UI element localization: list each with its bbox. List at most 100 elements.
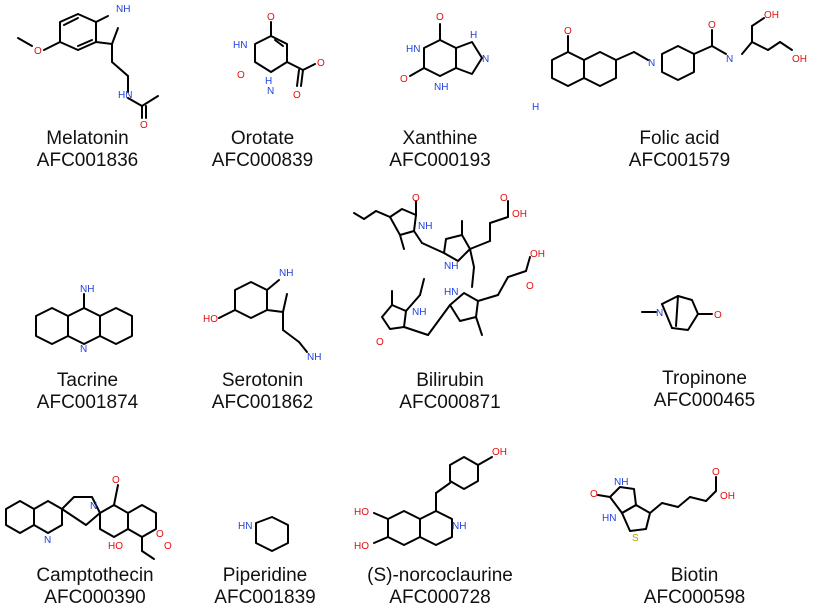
atom-label-o: O [590,489,598,500]
molecule-id: AFC000728 [389,587,491,608]
atom-label-nh: NH [279,268,293,279]
atom-label-n: N [80,344,87,355]
atom-label-oh: OH [792,54,807,65]
atom-label-nh: NH [418,221,432,232]
molecule-cell-piperidine: HN Piperidine AFC001839 [190,425,340,615]
molecule-id: AFC001862 [211,392,314,413]
atom-label-hn: HN [238,521,252,532]
molecule-cell-melatonin: NH HN O O Melatonin AFC001836 [0,0,175,200]
molecule-cell-tropinone: N O Tropinone AFC000465 [580,200,829,420]
atom-label-hn: HN [233,40,247,51]
caption-tropinone: Tropinone AFC000465 [580,368,829,412]
molecule-cell-biotin: O NH HN S O OH Biotin AFC000598 [560,425,829,615]
structure-tacrine: NH N [35,284,133,355]
molecule-name: (S)-norcoclaurine [367,565,513,586]
atom-label-n: N [44,535,51,546]
atom-label-ho: HO [108,541,123,552]
atom-label-n: N [267,86,274,97]
molecule-name: Tacrine [56,370,119,391]
atom-label-o: O [412,193,420,204]
structure-folic-acid: O H N O N OH OH [532,10,807,113]
atom-label-oh: OH [512,209,527,220]
atom-label-hn: HN [602,513,616,524]
molecule-cell-serotonin: NH NH HO Serotonin AFC001862 [175,200,350,420]
atom-label-oh: OH [492,447,507,458]
caption-tacrine: Tacrine AFC001874 [0,370,175,414]
atom-label-ho: HO [203,314,218,325]
atom-label-o: O [564,26,572,37]
structure-tropinone: N O [641,295,722,331]
structure-piperidine: HN [238,516,289,552]
atom-label-hn: HN [118,90,132,101]
molecule-name: Xanthine [402,128,478,149]
caption-bilirubin: Bilirubin AFC000871 [350,370,550,414]
atom-label-o: O [293,90,301,101]
atom-label-o: O [526,281,534,292]
atom-label-nh2: NH [307,352,321,363]
molecule-name: Melatonin [46,128,129,149]
atom-label-n: N [648,58,655,69]
atom-label-oh: OH [720,491,735,502]
structure-serotonin: NH NH HO [203,268,321,363]
molecule-id: AFC000390 [44,587,146,608]
molecule-name: Bilirubin [416,370,484,391]
molecule-name: Camptothecin [36,565,154,586]
molecule-cell-s-norcoclaurine: OH HO HO NH (S)-norcoclaurine AFC000728 [340,425,540,615]
molecule-id: AFC001836 [36,150,139,171]
atom-label-h2n: H [532,102,539,113]
atom-label-n: N [90,501,97,512]
molecule-id: AFC000839 [211,150,314,171]
atom-label-nh: NH [452,521,466,532]
molecule-cell-folic-acid: O H N O N OH OH Folic acid AFC001579 [530,0,829,200]
caption-xanthine: Xanthine AFC000193 [350,128,530,172]
molecule-id: AFC000871 [399,392,501,413]
atom-label-o: O [237,70,245,81]
molecule-name: Orotate [230,128,295,149]
structure-s-norcoclaurine: OH HO HO NH [354,447,507,552]
atom-label-ho: HO [354,507,369,518]
structure-biotin: O NH HN S O OH [590,467,735,544]
atom-label-o: O [714,310,722,321]
structure-orotate: O HN H N O O O [233,12,325,101]
structure-bilirubin: O NH NH O OH HN OH O NH O [353,193,545,348]
molecule-id: AFC000465 [653,390,756,411]
caption-camptothecin: Camptothecin AFC000390 [0,565,190,609]
caption-biotin: Biotin AFC000598 [560,565,829,609]
atom-label-o: O [164,541,172,552]
molecule-name: Biotin [670,565,719,586]
atom-label-oh: OH [764,10,779,21]
atom-label-nh: NH [412,307,426,318]
atom-label-n: N [726,54,733,65]
molecule-name: Piperidine [222,565,308,586]
atom-label-nh: NH [614,477,628,488]
molecule-name: Folic acid [639,128,720,149]
molecule-cell-tacrine: NH N Tacrine AFC001874 [0,200,175,420]
caption-serotonin: Serotonin AFC001862 [175,370,350,414]
atom-label-o: O [34,46,42,57]
structure-xanthine: O HN H N NH O [400,12,489,93]
atom-label-o: O [712,467,720,478]
atom-label-h: H [470,30,477,41]
atom-label-o: O [708,20,716,31]
molecule-id: AFC001579 [628,150,731,171]
structure-melatonin: NH HN O O [17,4,159,131]
atom-label-o: O [267,12,275,23]
molecule-name: Serotonin [221,370,304,391]
caption-piperidine: Piperidine AFC001839 [190,565,340,609]
atom-label-o-minus: O [317,58,325,69]
atom-label-nh: NH [116,4,130,15]
atom-label-n: N [656,308,663,319]
molecule-cell-camptothecin: O N N O O HO Camptothecin AFC000390 [0,425,190,615]
atom-label-o: O [112,475,120,486]
molecule-cell-orotate: O HN H N O O O Orotate AFC000839 [175,0,350,200]
caption-orotate: Orotate AFC000839 [175,128,350,172]
molecule-cell-bilirubin: O NH NH O OH HN OH O NH O Bilirubin AFC0… [350,193,550,420]
atom-label-n: N [482,54,489,65]
atom-label-nh: NH [434,82,448,93]
caption-s-norcoclaurine: (S)-norcoclaurine AFC000728 [340,565,540,609]
structure-camptothecin: O N N O O HO [5,475,172,560]
atom-label-oh: OH [530,249,545,260]
molecule-id: AFC000598 [643,587,746,608]
atom-label-o: O [156,529,164,540]
